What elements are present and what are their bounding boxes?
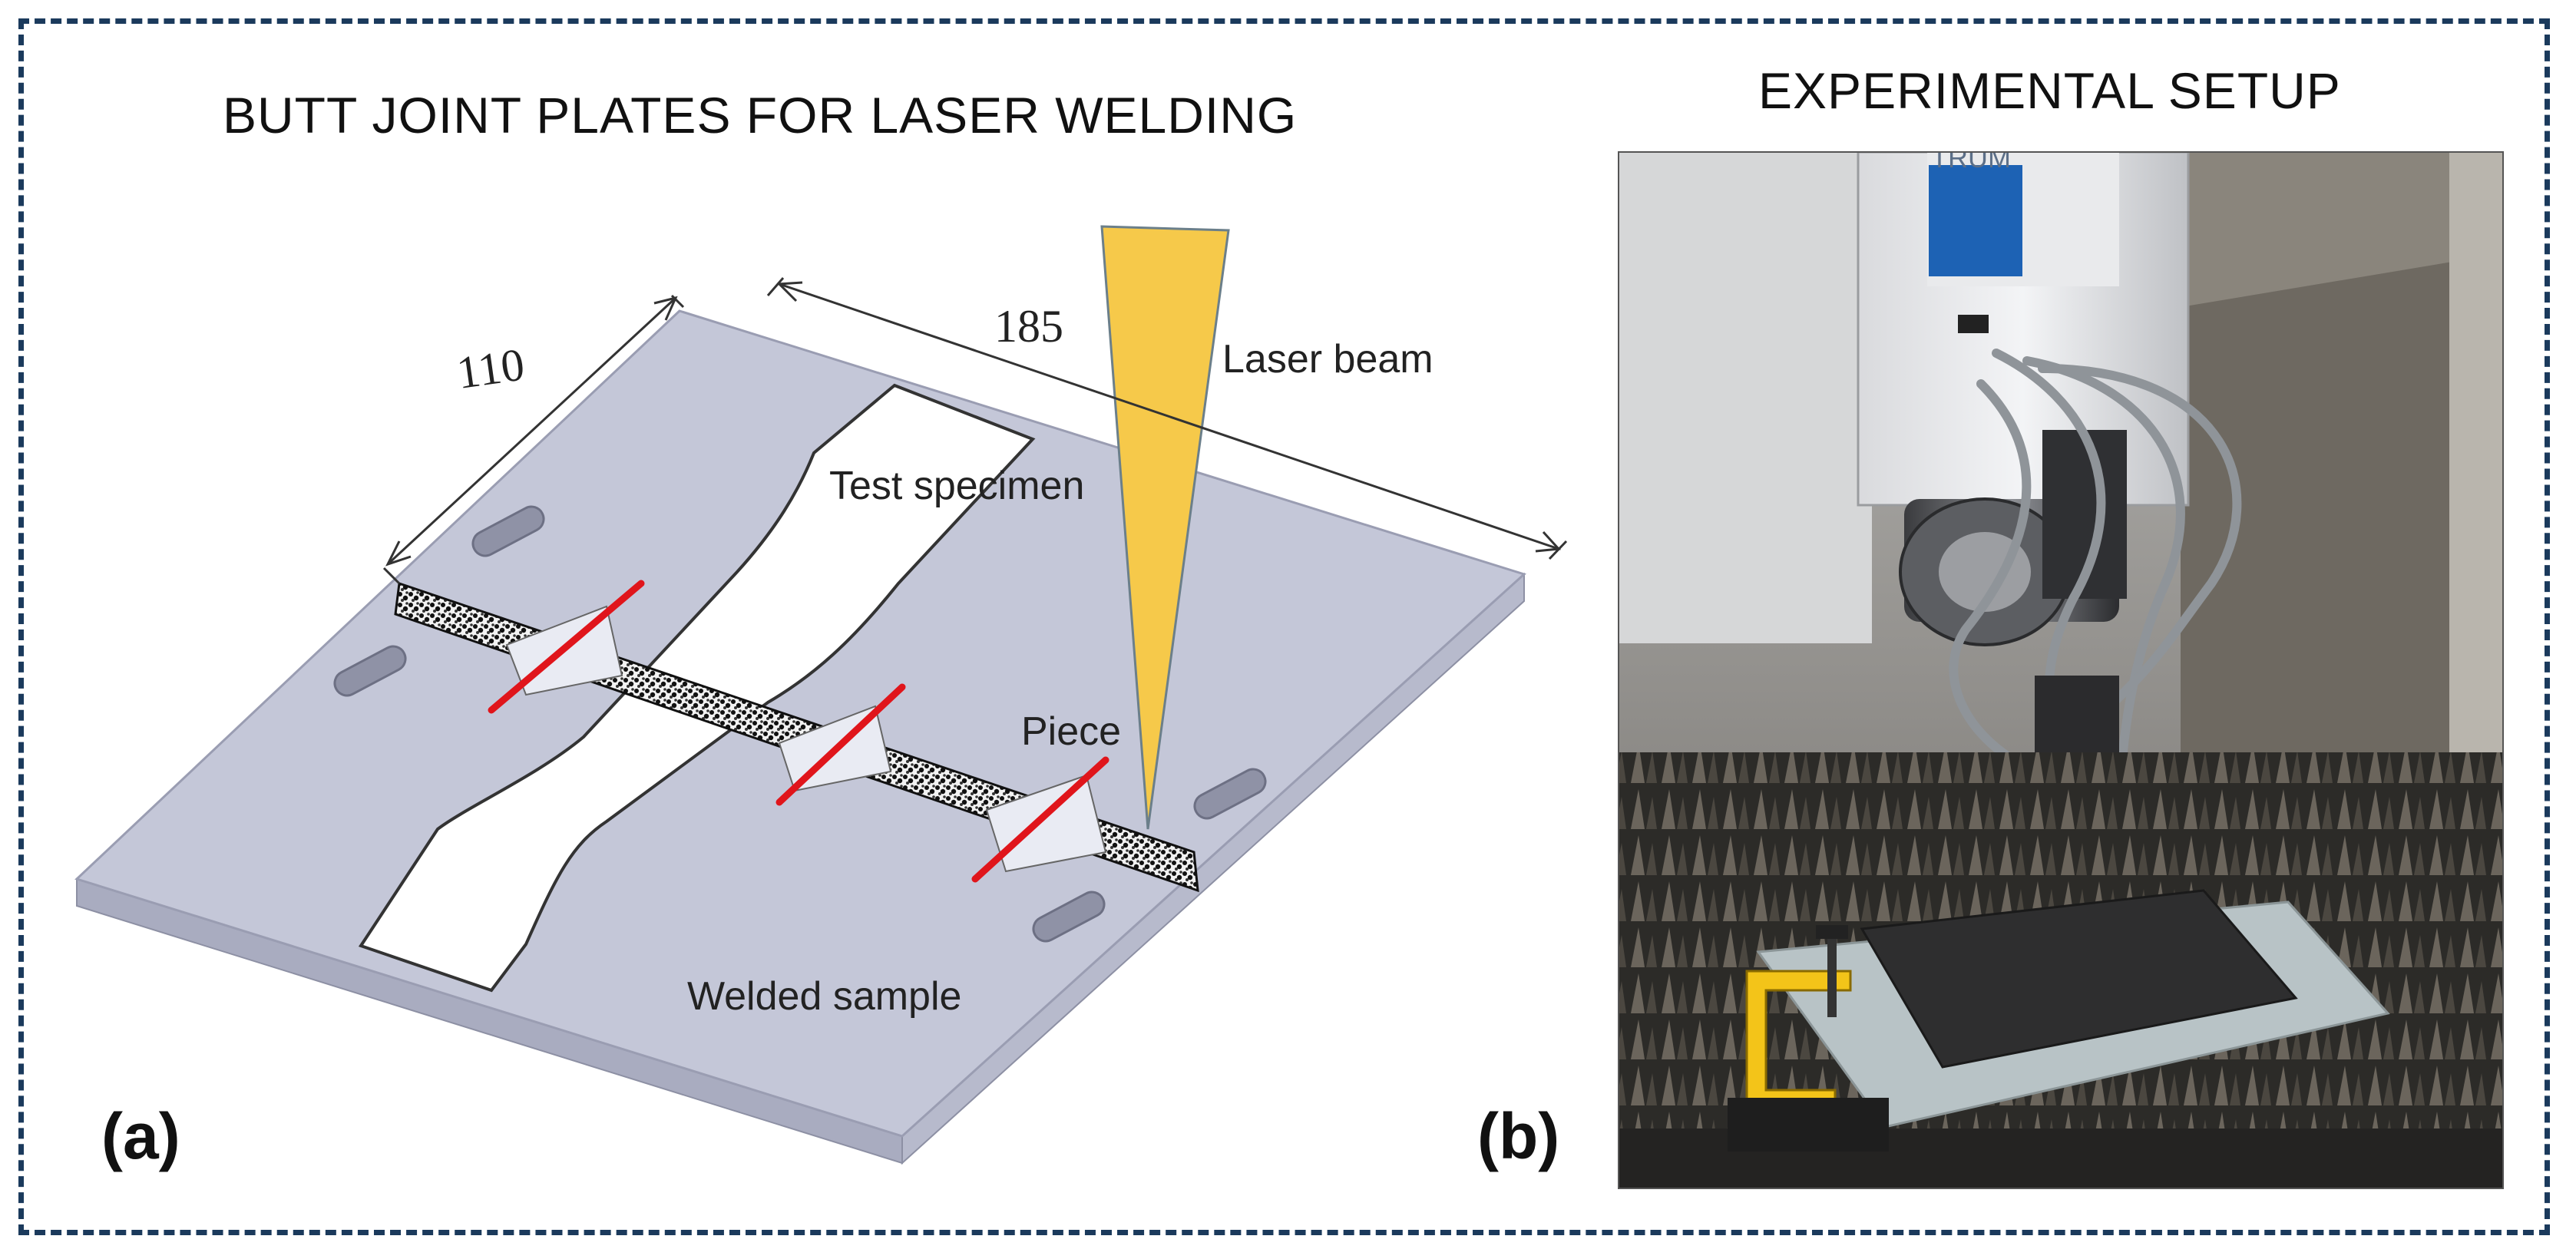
slot-right: [1193, 768, 1267, 820]
panel-a-title: BUTT JOINT PLATES FOR LASER WELDING: [223, 87, 1298, 144]
experimental-setup-photo: TRUM: [1618, 142, 2504, 1189]
welded-sample-label: Welded sample: [687, 974, 961, 1019]
dimension-110-label: 110: [454, 339, 527, 398]
panel-b-title: EXPERIMENTAL SETUP: [1758, 62, 2341, 119]
slot-upper-left: [471, 505, 545, 557]
brand-text: TRUM: [1931, 142, 2011, 173]
slot-bottom-right: [1032, 891, 1106, 943]
work-plate: [1860, 889, 2298, 1069]
panel-b-label: (b): [1477, 1100, 1560, 1172]
test-specimen-label: Test specimen: [829, 464, 1084, 508]
brand-panel: [1929, 165, 2022, 276]
slot-lower-left: [333, 645, 407, 697]
piece-label: Piece: [1021, 709, 1121, 754]
yellow-clamp: [1728, 925, 1889, 1152]
piece-1: [488, 580, 645, 714]
dimension-185: [766, 277, 1568, 560]
dimension-185-label: 185: [994, 301, 1063, 352]
dimension-110: [382, 294, 685, 585]
weld-plate-drawing: 110 185 Laser beam Test specimen Piece W…: [74, 225, 1568, 1165]
panel-a-label: (a): [101, 1100, 180, 1172]
piece-3: [971, 756, 1109, 883]
laser-beam-label: Laser beam: [1222, 337, 1433, 382]
dashed-frame: [18, 18, 2550, 1235]
piece-2: [775, 683, 906, 806]
laser-beam: [1100, 225, 1230, 830]
